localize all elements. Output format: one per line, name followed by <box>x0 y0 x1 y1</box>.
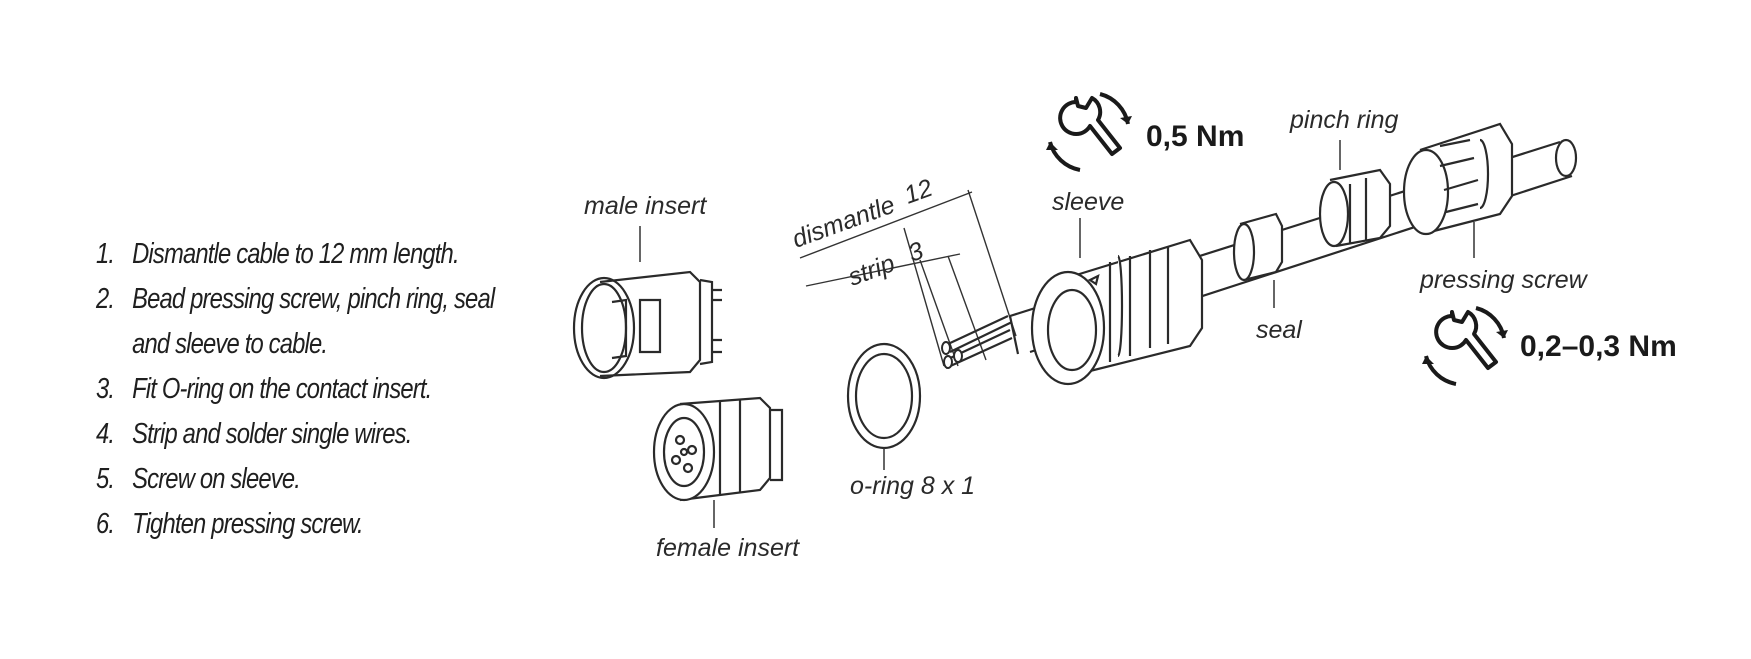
step-text: Strip and solder single wires. <box>132 418 412 450</box>
cable-wires <box>941 341 963 369</box>
step-2: 2. Bead pressing screw, pinch ring, seal a… <box>96 277 495 367</box>
wrench-tighten-icon <box>1420 306 1510 386</box>
male-insert <box>572 270 722 380</box>
step-4: 4. Strip and solder single wires. <box>96 412 494 457</box>
step-number: 3. <box>96 373 115 405</box>
pressing-screw-torque-value: 0,2–0,3 Nm <box>1520 330 1677 363</box>
step-number: 4. <box>96 418 115 450</box>
step-number: 5. <box>96 463 115 495</box>
dismantle-value: 12 <box>900 174 936 210</box>
dismantle-label: dismantle <box>788 191 898 254</box>
step-5: 5. Screw on sleeve. <box>96 457 494 502</box>
step-text-continued: and sleeve to cable. <box>132 328 328 360</box>
strip-value: 3 <box>904 237 927 268</box>
pressing-screw-label: pressing screw <box>1419 266 1589 294</box>
step-text: Screw on sleeve. <box>132 463 301 495</box>
step-number: 6. <box>96 508 115 540</box>
pinch-ring <box>1318 168 1392 248</box>
strip-label: strip <box>844 249 898 291</box>
o-ring <box>846 342 922 450</box>
assembly-steps: 1. Dismantle cable to 12 mm length. 2. Bea… <box>96 232 495 547</box>
pressing-screw <box>1402 122 1514 236</box>
step-3: 3. Fit O-ring on the contact insert. <box>96 367 494 412</box>
dimension-lines <box>799 189 1017 367</box>
wrench-tighten-icon <box>1044 92 1134 172</box>
step-number: 1. <box>96 238 115 270</box>
step-text: Bead pressing screw, pinch ring, seal <box>132 283 495 315</box>
female-insert <box>652 396 784 502</box>
step-6: 6. Tighten pressing screw. <box>96 502 494 547</box>
step-number: 2. <box>96 283 115 315</box>
step-1: 1. Dismantle cable to 12 mm length. <box>96 232 494 277</box>
o-ring-label: o-ring 8 x 1 <box>850 472 975 500</box>
step-text: Tighten pressing screw. <box>132 508 364 540</box>
step-text: Fit O-ring on the contact insert. <box>132 373 432 405</box>
sleeve-label: sleeve <box>1052 188 1124 216</box>
pinch-ring-label: pinch ring <box>1289 106 1398 134</box>
seal <box>1232 212 1284 282</box>
sleeve-torque-value: 0,5 Nm <box>1146 120 1244 153</box>
female-insert-label: female insert <box>656 534 800 562</box>
sleeve <box>1030 238 1204 386</box>
seal-label: seal <box>1256 316 1303 344</box>
step-text: Dismantle cable to 12 mm length. <box>132 238 459 270</box>
male-insert-label: male insert <box>584 192 707 220</box>
